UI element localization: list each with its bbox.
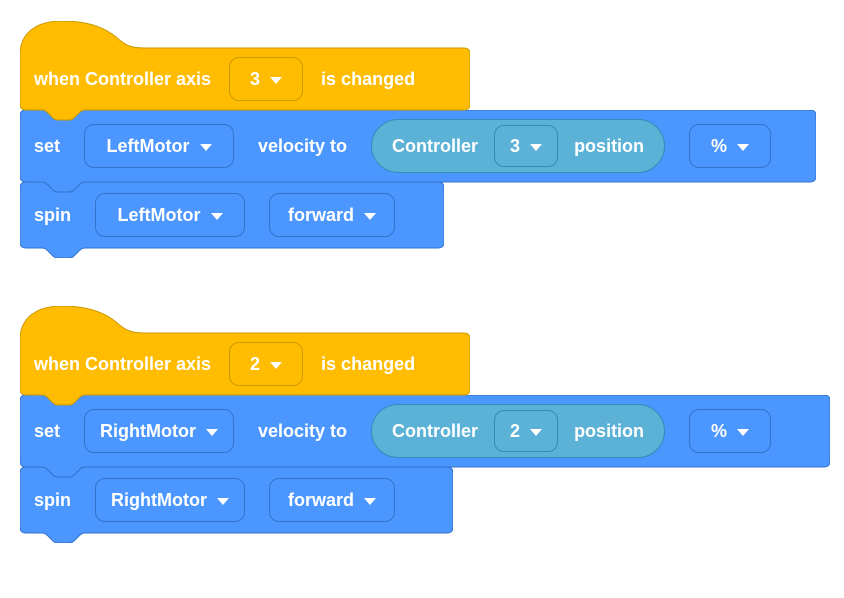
controller-position-reporter[interactable]: Controller 2 position	[371, 404, 666, 458]
block-label: when Controller axis	[34, 69, 212, 89]
when-axis-changed-hat-block-2[interactable]: when Controller axis 2 is changed	[20, 306, 470, 406]
dropdown-value: 2	[250, 353, 261, 374]
block-label: is changed	[321, 69, 416, 89]
direction-dropdown[interactable]: forward	[269, 478, 396, 522]
dropdown-arrow-icon	[364, 212, 377, 220]
hat-block-shape	[20, 21, 470, 121]
direction-dropdown[interactable]: forward	[269, 193, 396, 237]
block-label: velocity to	[258, 136, 348, 156]
set-velocity-block-1[interactable]: set LeftMotor velocity to Controller 3 p…	[20, 110, 816, 192]
dropdown-value: LeftMotor	[117, 204, 201, 225]
dropdown-value: RightMotor	[100, 420, 196, 441]
dropdown-value: RightMotor	[111, 489, 207, 510]
reporter-axis-dropdown[interactable]: 3	[494, 125, 559, 167]
reporter-label: Controller	[392, 421, 479, 441]
dropdown-arrow-icon	[364, 497, 377, 505]
dropdown-value: %	[711, 420, 728, 441]
dropdown-arrow-icon	[199, 143, 212, 151]
when-axis-changed-hat-block-1[interactable]: when Controller axis 3 is changed	[20, 21, 470, 121]
axis-dropdown[interactable]: 3	[229, 57, 304, 101]
motor-dropdown[interactable]: RightMotor	[84, 409, 235, 453]
dropdown-arrow-icon	[737, 143, 750, 151]
dropdown-arrow-icon	[530, 143, 543, 151]
reporter-label: position	[574, 421, 645, 441]
motor-dropdown[interactable]: RightMotor	[95, 478, 246, 522]
reporter-label: position	[574, 136, 645, 156]
dropdown-arrow-icon	[206, 428, 218, 436]
dropdown-value: 2	[510, 420, 521, 441]
block-label: set	[34, 421, 61, 441]
unit-dropdown[interactable]: %	[689, 124, 772, 168]
block-label: spin	[34, 490, 72, 510]
dropdown-value: forward	[288, 204, 355, 225]
dropdown-value: %	[711, 135, 728, 156]
block-label: spin	[34, 205, 72, 225]
dropdown-arrow-icon	[217, 497, 229, 505]
dropdown-arrow-icon	[530, 428, 543, 436]
unit-dropdown[interactable]: %	[689, 409, 772, 453]
motor-dropdown[interactable]: LeftMotor	[84, 124, 235, 168]
dropdown-value: 3	[250, 68, 261, 89]
set-velocity-block-2[interactable]: set RightMotor velocity to Controller 2 …	[20, 395, 830, 477]
dropdown-value: LeftMotor	[106, 135, 190, 156]
dropdown-arrow-icon	[210, 212, 223, 220]
dropdown-arrow-icon	[270, 76, 283, 84]
reporter-axis-dropdown[interactable]: 2	[494, 410, 559, 452]
dropdown-arrow-icon	[270, 361, 283, 369]
block-label: when Controller axis	[34, 354, 212, 374]
dropdown-value: 3	[510, 135, 521, 156]
reporter-label: Controller	[392, 136, 479, 156]
spin-block-1[interactable]: spin LeftMotor forward	[20, 182, 444, 258]
block-label: velocity to	[258, 421, 348, 441]
dropdown-value: forward	[288, 489, 355, 510]
controller-position-reporter[interactable]: Controller 3 position	[371, 119, 666, 173]
axis-dropdown[interactable]: 2	[229, 342, 304, 386]
spin-block-2[interactable]: spin RightMotor forward	[20, 467, 453, 543]
hat-block-shape	[20, 306, 470, 406]
block-label: set	[34, 136, 61, 156]
dropdown-arrow-icon	[737, 428, 750, 436]
motor-dropdown[interactable]: LeftMotor	[95, 193, 246, 237]
block-label: is changed	[321, 354, 416, 374]
